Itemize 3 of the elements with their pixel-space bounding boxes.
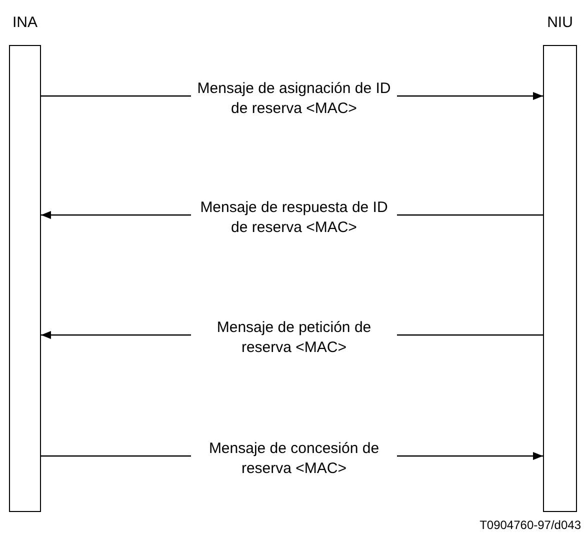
figure-code: T0904760-97/d043: [480, 518, 581, 532]
lifeline-label: INA: [11, 14, 38, 32]
lifeline-label: NIU: [546, 14, 574, 32]
